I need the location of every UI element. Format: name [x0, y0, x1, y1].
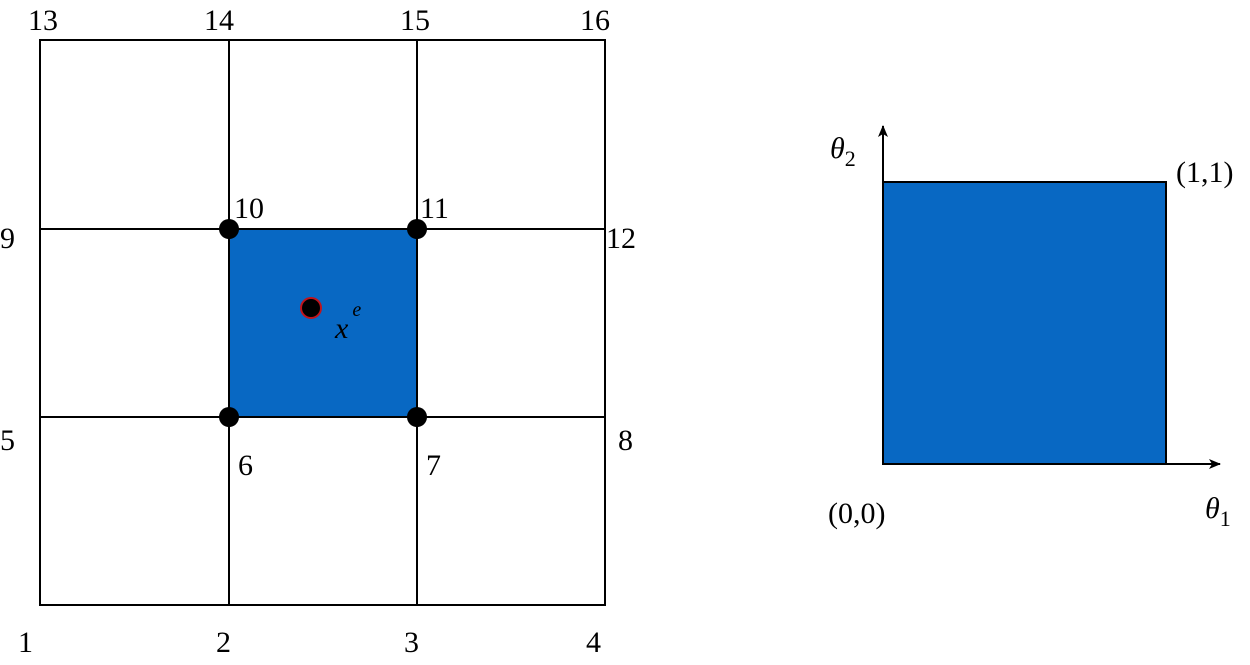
theta2-sub: 2 [845, 146, 856, 171]
theta1-base: θ [1205, 492, 1220, 525]
node-dot-10 [219, 219, 239, 239]
mesh-border [39, 39, 606, 606]
highlighted-element [228, 228, 418, 418]
node-label-8: 8 [618, 424, 633, 457]
node-dot-6 [219, 407, 239, 427]
point-xe-base: x [334, 312, 349, 345]
node-dot-7 [407, 407, 427, 427]
theta1-sub: 1 [1220, 506, 1231, 531]
node-label-16: 16 [580, 4, 610, 37]
reference-element: θ2 θ1 (0,0) (1,1) [828, 125, 1233, 531]
origin-label: (0,0) [828, 497, 885, 530]
node-label-2: 2 [216, 626, 231, 659]
node-label-1: 1 [18, 626, 33, 659]
node-label-9: 9 [0, 222, 15, 255]
node-label-13: 13 [28, 4, 58, 37]
point-xe-marker [300, 297, 322, 319]
node-label-12: 12 [606, 222, 636, 255]
corner-label: (1,1) [1176, 156, 1233, 189]
node-labels: 1 2 3 4 5 6 7 8 9 10 11 12 13 14 15 16 [0, 4, 636, 659]
node-label-10: 10 [234, 192, 264, 225]
node-label-6: 6 [238, 449, 253, 482]
reference-square [882, 181, 1167, 465]
point-xe-sup: e [352, 299, 361, 321]
mesh-grid: xe [39, 39, 606, 606]
node-label-4: 4 [586, 626, 601, 659]
node-label-15: 15 [400, 4, 430, 37]
node-label-5: 5 [0, 424, 15, 457]
node-label-7: 7 [426, 449, 441, 482]
node-dot-11 [407, 219, 427, 239]
point-xe-label: xe [334, 299, 361, 345]
node-label-11: 11 [420, 192, 449, 225]
theta2-base: θ [830, 132, 845, 165]
theta2-axis-label: θ2 [830, 132, 856, 171]
node-label-14: 14 [204, 4, 234, 37]
theta1-axis-label: θ1 [1205, 492, 1231, 531]
node-label-3: 3 [404, 626, 419, 659]
